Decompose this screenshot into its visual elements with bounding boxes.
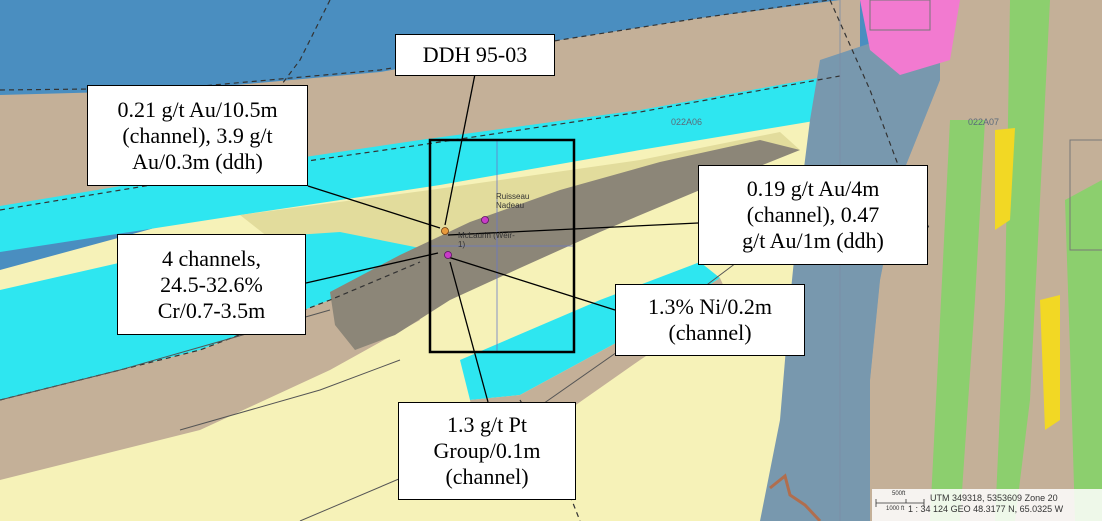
- leader-cr: [305, 252, 439, 284]
- bright-yellow-unit: [995, 128, 1015, 230]
- callout-au-right-line-1: 0.19 g/t Au/4m: [746, 176, 880, 201]
- scale-label-top: 500ft: [892, 491, 905, 497]
- callout-au-channel-line-2: (channel), 3.9 g/t: [122, 122, 273, 148]
- callout-pt-line-1: 1.3 g/t Pt: [446, 412, 528, 437]
- coordinate-readout: UTM 349318, 5353609 Zone 20 1 : 34 124 G…: [908, 493, 1063, 515]
- green-unit-3: [1065, 180, 1102, 521]
- site-label-nadeau-line-1: Ruisseau: [496, 192, 530, 201]
- site-label-nadeau[interactable]: Ruisseau Nadeau: [496, 192, 529, 210]
- fold-axis-2: [179, 359, 401, 431]
- scale-ratio: 1 : 34 124: [908, 504, 949, 514]
- utm-coordinates: UTM 349318, 5353609 Zone 20: [930, 493, 1058, 503]
- callout-au-channel-ddh: 0.21 g/t Au/10.5m (channel), 3.9 g/t Au/…: [87, 85, 308, 186]
- map-sheet-label-022a07: 022A07: [968, 117, 1000, 127]
- ultramafic-body: [330, 140, 800, 350]
- callout-au-channel-line-3: Au/0.3m (ddh): [132, 148, 263, 174]
- callout-au-right-line-2: (channel), 0.47: [746, 202, 880, 227]
- callout-cr-line-1: 4 channels,: [162, 245, 261, 271]
- callout-ni-line-1: 1.3% Ni/0.2m: [647, 294, 773, 319]
- callout-au-right: 0.19 g/t Au/4m (channel), 0.47 g/t Au/1m…: [698, 165, 928, 265]
- scale-label-bottom: 1000 ft: [886, 506, 905, 512]
- callout-au-right-line-3: g/t Au/1m (ddh): [742, 228, 884, 253]
- site-label-mclaurin-line-2: 1): [458, 240, 466, 249]
- fault-south: [519, 399, 581, 521]
- callout-cr-line-3: Cr/0.7-3.5m: [157, 297, 266, 323]
- geo-coordinates: GEO 48.3177 N, 65.0325 W: [950, 504, 1064, 514]
- map-sheet-outline-2: [1069, 139, 1102, 251]
- callout-ddh-line-1: DDH 95-03: [422, 42, 528, 67]
- tan-band-lower: [0, 285, 420, 480]
- property-boundary[interactable]: [428, 138, 576, 354]
- site-label-nadeau-line-2: Nadeau: [496, 201, 525, 210]
- callout-pt-line-3: (channel): [445, 464, 529, 489]
- callout-pt-group: 1.3 g/t Pt Group/0.1m (channel): [398, 402, 576, 500]
- green-unit-1: [930, 120, 985, 521]
- leader-pt: [449, 261, 489, 403]
- callout-cr-line-2: 24.5-32.6%: [160, 271, 263, 297]
- callout-au-channel-line-1: 0.21 g/t Au/10.5m: [117, 96, 278, 122]
- map-sheet-label-022a06: 022A06: [671, 117, 703, 127]
- leader-au-right: [447, 222, 699, 236]
- callout-ddh-95-03: DDH 95-03: [395, 34, 555, 76]
- scale-label-top-value: 500: [892, 491, 903, 497]
- callout-ni-line-2: (channel): [668, 320, 752, 345]
- bright-yellow-unit-2: [1040, 295, 1060, 430]
- callout-cr-channels: 4 channels, 24.5-32.6% Cr/0.7-3.5m: [117, 234, 306, 335]
- leader-ddh: [444, 73, 476, 226]
- site-nadeau-marker[interactable]: [481, 216, 489, 224]
- site-label-mclaurin-line-1: McLaurin (Weir-: [458, 231, 515, 240]
- site-label-mclaurin[interactable]: McLaurin (Weir- 1): [458, 231, 515, 249]
- scale-bar-panel: 500ft 1000 ft UTM 349318, 5353609 Zone 2…: [872, 489, 1102, 521]
- map-sheet-outline-1: [869, 0, 931, 31]
- leader-au-channel: [307, 185, 441, 229]
- callout-pt-line-2: Group/0.1m: [433, 438, 541, 463]
- scale-geo-line: 1 : 34 124 GEO 48.3177 N, 65.0325 W: [908, 504, 1063, 515]
- pink-unit: [860, 0, 960, 75]
- scale-label-top-unit: ft: [902, 491, 906, 497]
- leader-ni: [447, 256, 616, 311]
- road: [769, 473, 822, 521]
- scale-bar-graphic: [875, 499, 925, 507]
- site-ddh-marker[interactable]: [441, 227, 449, 235]
- site-mclaurin-marker[interactable]: [444, 251, 452, 259]
- callout-ni: 1.3% Ni/0.2m (channel): [615, 284, 805, 356]
